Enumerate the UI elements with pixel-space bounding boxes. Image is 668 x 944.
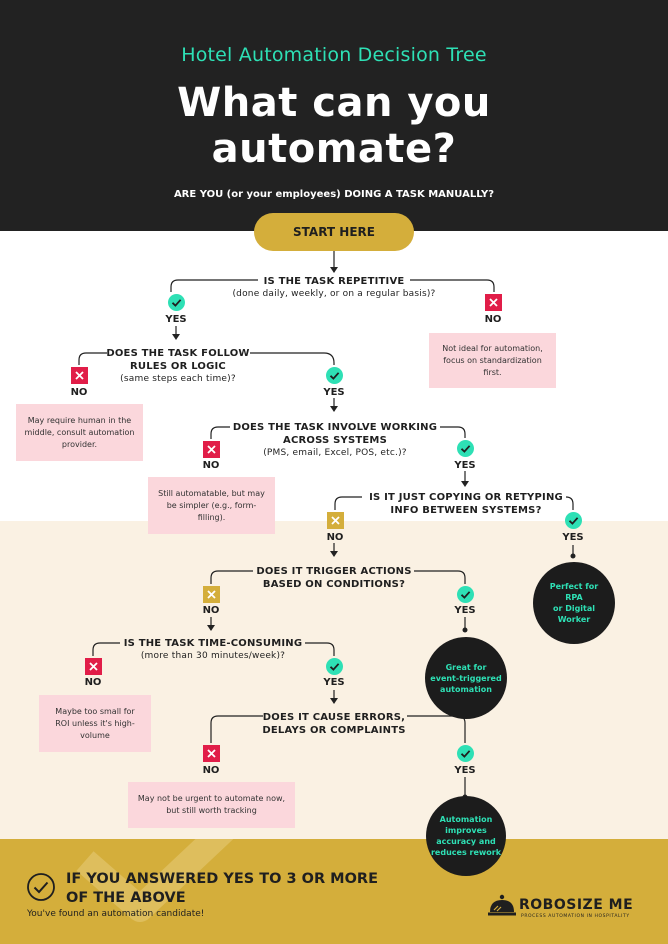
question-subtext: (same steps each time)?	[120, 374, 236, 384]
question-subtext: (more than 30 minutes/week)?	[140, 651, 286, 661]
result-line: RPA	[565, 593, 583, 602]
question-subtext: (done daily, weekly, or on a regular bas…	[232, 289, 436, 299]
start-here-button[interactable]: START HERE	[254, 213, 414, 251]
note-still-automatable: Still automatable, but may be simpler (e…	[148, 477, 275, 534]
yes-label: YES	[165, 314, 187, 325]
no-label: NO	[484, 314, 502, 325]
question-title-line1: DOES IT TRIGGER ACTIONS	[256, 566, 412, 577]
conclusion-line-2: OF THE ABOVE	[66, 890, 186, 906]
cross-icon	[203, 586, 220, 603]
header-band	[0, 0, 668, 231]
result-line: accuracy and	[436, 837, 496, 846]
result-accuracy: Automation improves accuracy and reduces…	[426, 796, 506, 876]
watermark-check-icon	[76, 839, 234, 922]
note-not-urgent: May not be urgent to automate now, but s…	[128, 782, 295, 828]
no-label: NO	[70, 387, 88, 398]
question-repetitive: IS THE TASK REPETITIVE (done daily, week…	[190, 275, 478, 301]
question-title-line1: DOES IT CAUSE ERRORS,	[262, 712, 406, 723]
conclusion-subtext: You've found an automation candidate!	[27, 909, 205, 919]
cross-icon	[85, 658, 102, 675]
yes-label: YES	[454, 460, 476, 471]
question-title-line2: BASED ON CONDITIONS?	[262, 579, 406, 590]
result-line: Perfect for	[549, 582, 599, 591]
subtitle: Hotel Automation Decision Tree	[181, 44, 487, 66]
no-label: NO	[326, 532, 344, 543]
result-rpa: Perfect for RPA or Digital Worker	[533, 562, 615, 644]
question-rules-logic: DOES THE TASK FOLLOW RULES OR LOGIC (sam…	[92, 347, 264, 386]
brand-tagline: PROCESS AUTOMATION IN HOSPITALITY	[521, 914, 630, 919]
result-line: reduces rework	[430, 848, 502, 857]
yes-label: YES	[323, 677, 345, 688]
brand-name: ROBOSIZE ME	[519, 897, 634, 913]
question-title-line1: DOES THE TASK INVOLVE WORKING	[232, 422, 438, 433]
result-event-triggered: Great for event-triggered automation	[425, 637, 507, 719]
conclusion-line-1: IF YOU ANSWERED YES TO 3 OR MORE	[66, 871, 378, 887]
yes-label: YES	[454, 765, 476, 776]
result-line: event-triggered	[430, 673, 502, 683]
cross-icon	[485, 294, 502, 311]
check-icon	[326, 658, 343, 675]
cross-icon	[327, 512, 344, 529]
check-icon	[326, 367, 343, 384]
question-title-line2: INFO BETWEEN SYSTEMS?	[390, 505, 542, 516]
bell-logo-icon	[488, 894, 516, 916]
page-title: What can you automate?	[0, 80, 668, 172]
result-line: improves	[445, 826, 487, 835]
question-title-line1: DOES THE TASK FOLLOW	[106, 348, 250, 359]
question-title: IS THE TASK TIME-CONSUMING	[123, 638, 303, 649]
question-trigger-actions: DOES IT TRIGGER ACTIONS BASED ON CONDITI…	[248, 565, 420, 591]
result-line: automation	[440, 684, 492, 694]
no-label: NO	[202, 765, 220, 776]
title-line-1: What can you	[177, 80, 491, 126]
result-line: or Digital	[552, 604, 596, 613]
header-prompt: ARE YOU (or your employees) DOING A TASK…	[173, 189, 495, 200]
check-circle-icon	[27, 873, 55, 901]
question-title-line1: IS IT JUST COPYING OR RETYPING	[369, 492, 563, 503]
note-too-small: Maybe too small for ROI unless it's high…	[39, 695, 151, 752]
question-title-line2: ACROSS SYSTEMS	[283, 435, 387, 446]
question-title-line2: DELAYS OR COMPLAINTS	[262, 725, 406, 736]
title-line-2: automate?	[211, 126, 457, 172]
result-line: Great for	[445, 662, 487, 672]
check-icon	[457, 745, 474, 762]
question-title-line2: RULES OR LOGIC	[130, 361, 226, 372]
check-icon	[457, 440, 474, 457]
cross-icon	[203, 745, 220, 762]
check-icon	[168, 294, 185, 311]
question-title: IS THE TASK REPETITIVE	[263, 276, 405, 287]
no-label: NO	[84, 677, 102, 688]
result-line: Automation	[439, 815, 493, 824]
no-label: NO	[202, 605, 220, 616]
question-subtext: (PMS, email, Excel, POS, etc.)?	[263, 448, 407, 458]
question-time-consuming: IS THE TASK TIME-CONSUMING (more than 30…	[112, 637, 314, 663]
yes-label: YES	[454, 605, 476, 616]
yes-label: YES	[562, 532, 584, 543]
question-errors-delays: DOES IT CAUSE ERRORS, DELAYS OR COMPLAIN…	[252, 711, 416, 737]
conclusion-heading: IF YOU ANSWERED YES TO 3 OR MORE OF THE …	[66, 870, 426, 908]
footer-band	[0, 839, 668, 944]
cross-icon	[71, 367, 88, 384]
check-icon	[565, 512, 582, 529]
cross-icon	[203, 441, 220, 458]
note-human-in-middle: May require human in the middle, consult…	[16, 404, 143, 461]
question-copying-retyping: IS IT JUST COPYING OR RETYPING INFO BETW…	[355, 491, 577, 517]
yes-label: YES	[323, 387, 345, 398]
no-label: NO	[202, 460, 220, 471]
note-not-ideal: Not ideal for automation, focus on stand…	[429, 333, 556, 388]
question-across-systems: DOES THE TASK INVOLVE WORKING ACROSS SYS…	[220, 421, 450, 460]
check-icon	[457, 586, 474, 603]
result-line: Worker	[557, 615, 591, 624]
